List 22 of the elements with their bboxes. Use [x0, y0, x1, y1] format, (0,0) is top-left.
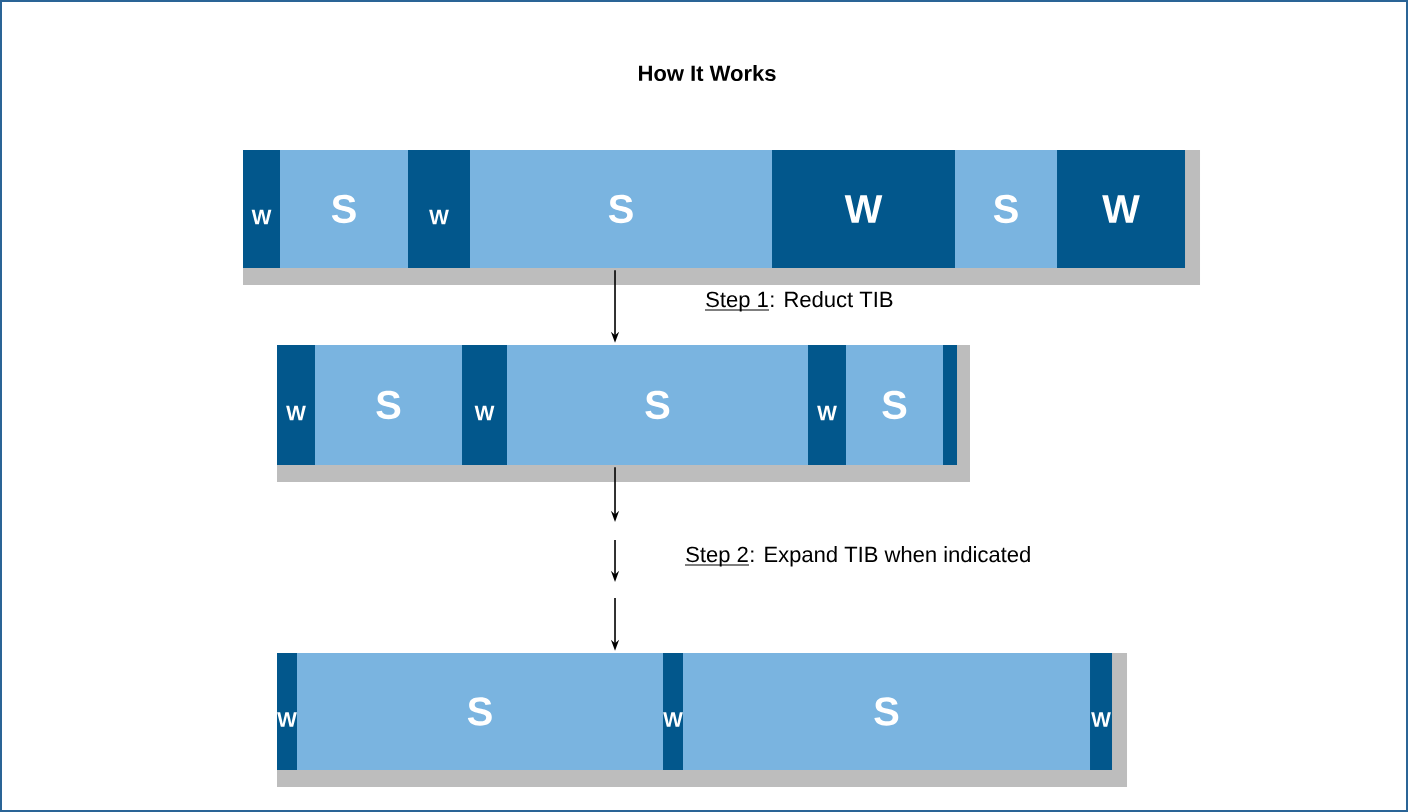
segment: S — [315, 345, 462, 465]
segment: W — [1090, 653, 1112, 770]
segment: W — [243, 150, 280, 268]
segment: W — [1057, 150, 1185, 268]
step-label: Step 2 : Expand TIB when indicated — [684, 546, 1030, 567]
segment: W — [808, 345, 846, 465]
segment: W — [663, 653, 683, 770]
segment: S — [470, 150, 772, 268]
segment: W — [462, 345, 507, 465]
segment: W — [772, 150, 955, 268]
title: How It Works — [639, 64, 776, 82]
segment: S — [280, 150, 408, 268]
segment: W — [408, 150, 470, 268]
segment: W — [277, 345, 315, 465]
segment: S — [297, 653, 663, 770]
segment: S — [683, 653, 1090, 770]
segment — [943, 345, 957, 465]
segment: S — [955, 150, 1057, 268]
segment: W — [277, 653, 297, 770]
step-label: Step 1: Reduct TIB — [704, 291, 893, 312]
segment: S — [846, 345, 943, 465]
segment: S — [507, 345, 808, 465]
